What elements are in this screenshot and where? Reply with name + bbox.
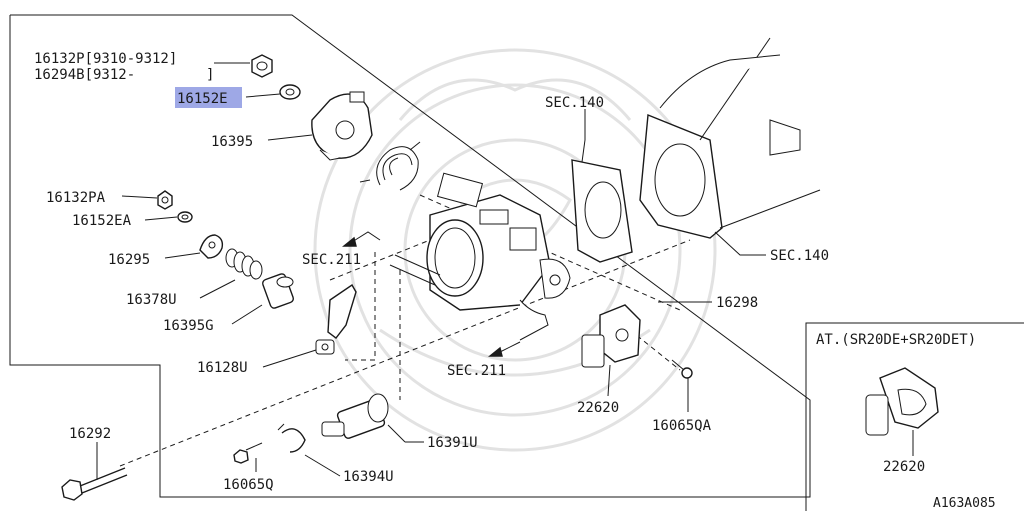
label-16391U: 16391U [427,435,478,451]
nut-16132PA [157,190,173,210]
label-16292: 16292 [69,426,111,442]
at-frame [805,322,1024,511]
collar-16395G [262,273,294,309]
washer-16152E [279,84,301,100]
diagram-code: A163A085 [933,496,996,511]
at-section-title: AT.(SR20DE+SR20DET) [816,332,976,348]
label-16132P: 16132P[9310-9312] [34,51,177,67]
solenoid-16391U [321,393,389,439]
label-16152EA: 16152EA [72,213,132,229]
label-sec211-upper: SEC.211 [302,252,361,268]
label-16128U: 16128U [197,360,248,376]
label-at-22620: 22620 [883,459,925,475]
lever-16295 [199,234,224,259]
throttle-drum-16395 [311,91,373,161]
washer-16152EA [177,211,193,223]
label-16065Q: 16065Q [223,477,274,493]
throttle-body-16298 [389,172,571,341]
label-sec211-lower: SEC.211 [447,363,506,379]
label-16395: 16395 [211,134,253,150]
screw-16065Q [233,442,263,464]
label-16152E: 16152E [177,91,228,107]
label-16295: 16295 [108,252,150,268]
at-sensor-22620 [865,367,939,436]
label-sec140-right: SEC.140 [770,248,829,264]
clip-16394U [277,423,306,453]
nut-16132P [251,54,273,78]
label-16065QA: 16065QA [652,418,712,434]
throttle-position-sensor-22620 [581,304,641,368]
label-highlight-16152E [175,87,242,108]
label-16132PA: 16132PA [46,190,106,206]
bracket-16128U [315,283,357,355]
screw-16065QA [671,359,693,379]
intake-manifold-sec140 [639,37,821,239]
label-sec140-upper: SEC.140 [545,95,604,111]
label-16394U: 16394U [343,469,394,485]
label-16294B: 16294B[9312- [34,67,135,83]
bolt-16292 [61,467,128,501]
label-16294B-close: ] [206,67,214,83]
spring-16378U [225,248,263,280]
label-16298: 16298 [716,295,758,311]
leader-lines [96,62,914,480]
main-frame [9,14,811,498]
label-16395G: 16395G [163,318,214,334]
gasket-sec140 [571,159,633,263]
return-spring [359,141,421,191]
label-22620: 22620 [577,400,619,416]
label-16378U: 16378U [126,292,177,308]
